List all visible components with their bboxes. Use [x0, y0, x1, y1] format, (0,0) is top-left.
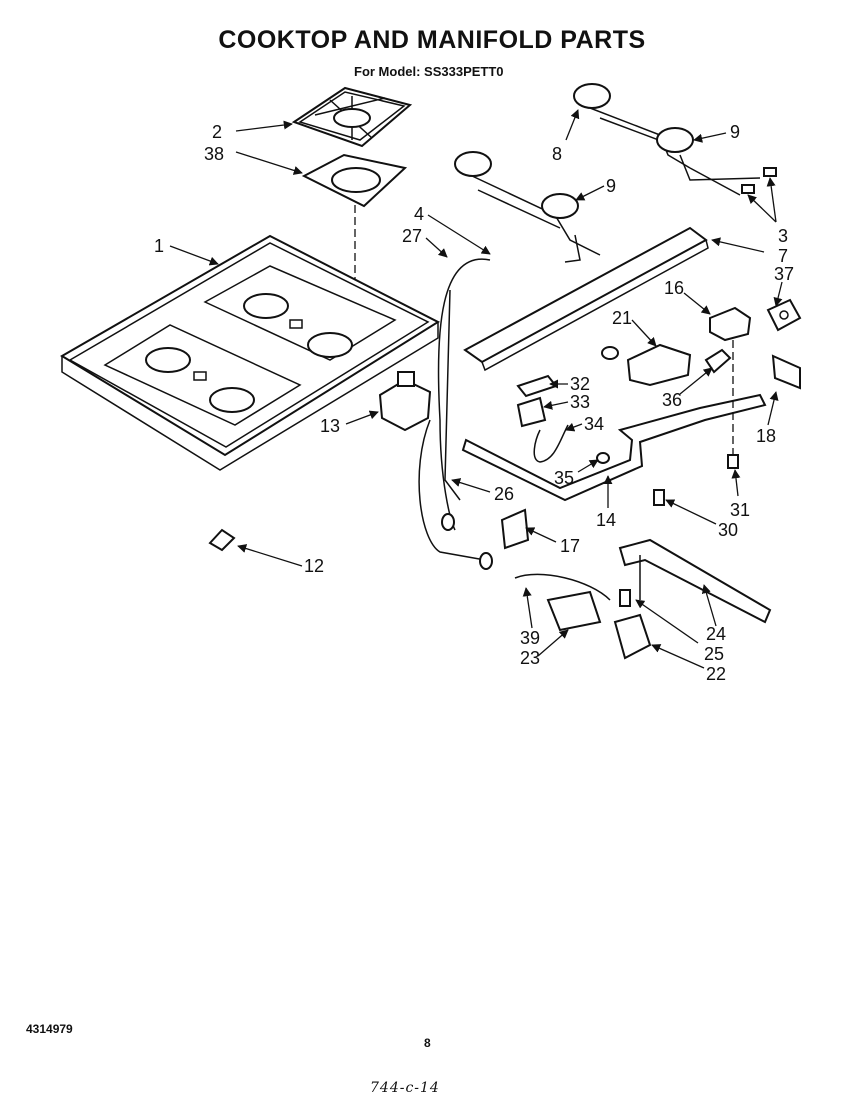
orifice-hoods-part — [741, 167, 777, 194]
screw-30-part — [653, 489, 665, 506]
callout-16: 16 — [664, 278, 684, 298]
oven-valve-part — [709, 306, 752, 342]
callout-27: 27 — [402, 226, 422, 246]
valve-bracket-part — [766, 298, 802, 332]
ignitor-wire-part — [533, 424, 569, 463]
callout-39: 39 — [520, 628, 540, 648]
callout-18: 18 — [756, 426, 776, 446]
page-title: COOKTOP AND MANIFOLD PARTS — [218, 26, 646, 54]
callout-22: 22 — [706, 664, 726, 684]
rear-burner-assembly-part — [573, 83, 761, 196]
gas-tubing-part — [418, 258, 493, 570]
callout-2: 2 — [212, 122, 222, 142]
oven-burner-part — [618, 538, 772, 624]
callout-30: 30 — [718, 520, 738, 540]
manifold-support-part — [771, 354, 801, 390]
manifold-pipe-part — [461, 393, 767, 502]
page-number: 8 — [424, 1036, 431, 1050]
grommet-part — [596, 452, 610, 464]
burner-grate-part — [291, 86, 413, 148]
burner-valve-part — [601, 343, 692, 387]
broil-burner-part — [514, 573, 611, 632]
wire-clip-part — [208, 528, 236, 552]
callout-21: 21 — [612, 308, 632, 328]
cooktop-part — [60, 234, 441, 471]
burner-pan-part — [301, 153, 408, 330]
callout-26: 26 — [494, 484, 514, 504]
pressure-regulator-part — [378, 371, 432, 432]
callout-37: 37 — [774, 264, 794, 284]
model-subtitle: For Model: SS333PETT0 — [354, 64, 504, 79]
callout-35: 35 — [554, 468, 574, 488]
bracket-17-part — [500, 508, 530, 550]
valve-clip-part — [704, 348, 732, 374]
callout-4: 4 — [414, 204, 424, 224]
manifold-bracket-part — [463, 226, 709, 372]
callout-12: 12 — [304, 556, 324, 576]
callout-9: 9 — [606, 176, 616, 196]
callout-7: 7 — [778, 246, 788, 266]
callout-3: 3 — [778, 226, 788, 246]
ignition-switch-part — [516, 396, 547, 428]
switch-bracket-part — [516, 374, 558, 398]
callout-23: 23 — [520, 648, 540, 668]
callout-14: 14 — [596, 510, 616, 530]
leader-lines — [169, 109, 783, 669]
handwritten-note: 744-c-14 — [370, 1080, 440, 1096]
callout-9: 9 — [730, 122, 740, 142]
callout-17: 17 — [560, 536, 580, 556]
callout-1: 1 — [154, 236, 164, 256]
callout-31: 31 — [730, 500, 750, 520]
callout-33: 33 — [570, 392, 590, 412]
document-number: 4314979 — [26, 1022, 73, 1036]
oven-ignitor-part — [613, 589, 652, 660]
callout-labels: 2 38 1 4 27 8 9 9 3 7 37 16 21 32 33 34 … — [154, 122, 794, 684]
screw-31-part — [727, 454, 739, 469]
callout-36: 36 — [662, 390, 682, 410]
front-burner-assembly-part — [454, 151, 601, 263]
callout-38: 38 — [204, 144, 224, 164]
callout-32: 32 — [570, 374, 590, 394]
callout-25: 25 — [704, 644, 724, 664]
callout-13: 13 — [320, 416, 340, 436]
callout-34: 34 — [584, 414, 604, 434]
callout-24: 24 — [706, 624, 726, 644]
callout-8: 8 — [552, 144, 562, 164]
